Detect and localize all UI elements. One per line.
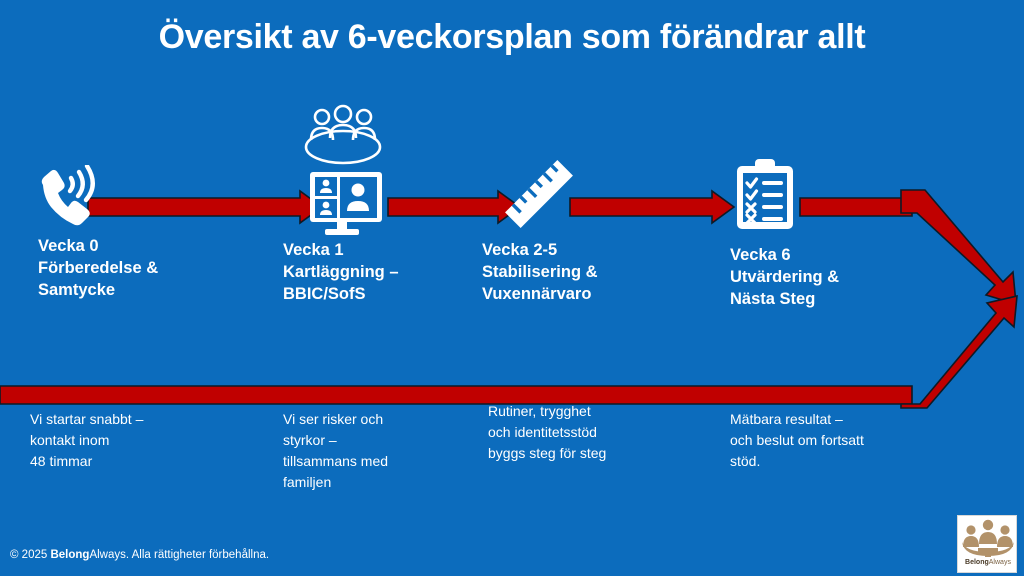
logo-wordmark: BelongAlways [958,559,1018,566]
milestone-label-week-0: Vecka 0 Förberedelse & Samtycke [38,237,159,299]
video-conference-monitor-icon [310,172,382,235]
footer-brand-bold: Belong [50,549,90,561]
milestone-label-week-6: Vecka 6 Utvärdering & Nästa Steg [730,246,840,308]
milestone-caption-week-1: Vi ser risker och styrkor – tillsammans … [283,411,389,490]
footer-brand-rest: Always. Alla rättigheter förbehållna. [89,549,270,561]
ringing-phone-icon [41,165,95,226]
logo-brand-bold: Belong [965,559,989,566]
ruler-icon [505,160,573,228]
footer-copyright-prefix: © 2025 [10,549,51,561]
milestone-label-week-1: Vecka 1 Kartläggning – BBIC/SofS [283,241,399,303]
logo-brand-rest: Always [988,559,1011,566]
arrow-bottom-bar [0,385,913,405]
conference-meeting-icon [304,104,382,165]
milestone-caption-week-0: Vi startar snabbt – kontakt inom 48 timm… [30,411,144,469]
belong-always-logo-mark [962,519,1014,557]
arrow-segment-4 [799,197,913,217]
milestone-label-week-2-5: Vecka 2-5 Stabilisering & Vuxennärvaro [482,241,598,303]
page-title: Översikt av 6-veckorsplan som förändrar … [158,18,866,56]
arrow-segment-1 [87,189,324,225]
logo: BelongAlways [957,515,1017,573]
footer-copyright: © 2025 BelongAlways. Alla rättigheter fö… [10,549,269,561]
arrow-diagonal-lower [900,294,1018,409]
milestone-caption-week-2-5: Rutiner, trygghet och identitetsstöd byg… [488,403,607,461]
milestone-caption-week-6: Mätbara resultat – och beslut om fortsat… [730,411,864,469]
clipboard-checklist-icon [737,159,793,229]
arrow-segment-3 [569,189,736,225]
